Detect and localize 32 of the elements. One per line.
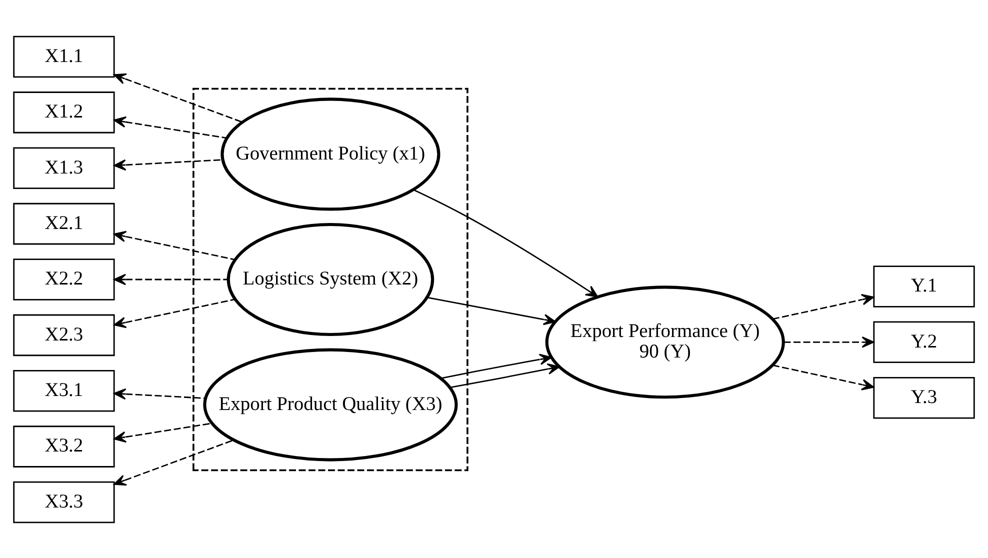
arrow xyxy=(450,362,560,388)
arrow xyxy=(426,296,556,325)
arrow xyxy=(114,158,222,170)
node-box: Y.2 xyxy=(873,320,975,363)
arrow xyxy=(413,188,598,297)
node-ellipse: Logistics System (X2) xyxy=(226,222,434,336)
arrow xyxy=(114,230,236,260)
arrow xyxy=(114,116,227,138)
node-box: X2.1 xyxy=(13,202,115,244)
arrow xyxy=(784,336,874,348)
node-box: X1.2 xyxy=(13,91,115,133)
node-ellipse: Export Product Quality (X3) xyxy=(203,348,458,461)
arrow xyxy=(772,364,874,390)
node-box: X2.3 xyxy=(13,314,115,356)
node-box: X1.3 xyxy=(13,146,115,188)
arrow xyxy=(114,439,234,486)
node-box: X3.1 xyxy=(13,370,115,412)
node-box: Y.3 xyxy=(873,376,975,418)
arrow xyxy=(440,353,552,378)
node-ellipse: Government Policy (x1) xyxy=(220,97,440,210)
arrow xyxy=(114,273,228,285)
node-box: X1.1 xyxy=(13,35,115,78)
node-box: Y.1 xyxy=(873,265,975,307)
node-box: X2.2 xyxy=(13,258,115,300)
node-box: X3.3 xyxy=(13,480,115,523)
arrow xyxy=(114,422,212,442)
cluster xyxy=(192,87,468,471)
arrow xyxy=(114,388,206,400)
arrow xyxy=(114,298,236,328)
arrow xyxy=(772,293,874,320)
node-box: X3.2 xyxy=(13,425,115,467)
arrow xyxy=(114,72,242,122)
